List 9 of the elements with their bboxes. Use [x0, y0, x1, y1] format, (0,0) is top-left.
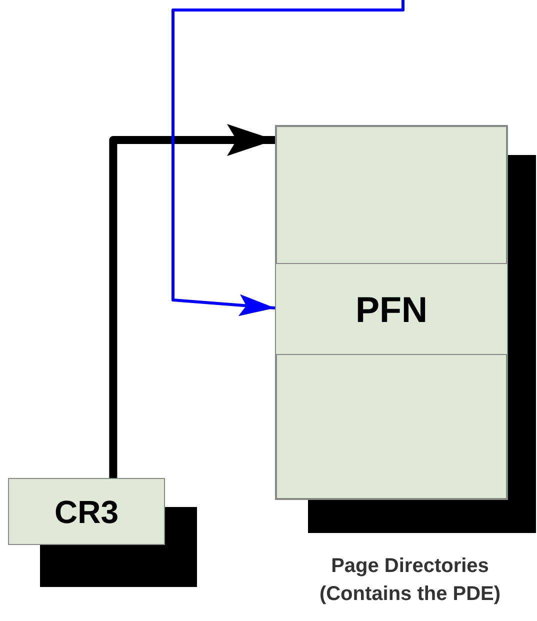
table-row — [276, 354, 507, 499]
arrow — [109, 124, 275, 478]
node-label: CR3 — [54, 492, 118, 532]
arrow — [172, 0, 404, 316]
table-row — [276, 126, 507, 264]
page-directory-table — [275, 125, 508, 500]
table-label: Page Directories (Contains the PDE) — [318, 554, 502, 607]
node-label: PFN — [356, 288, 428, 332]
register-box — [8, 478, 165, 545]
